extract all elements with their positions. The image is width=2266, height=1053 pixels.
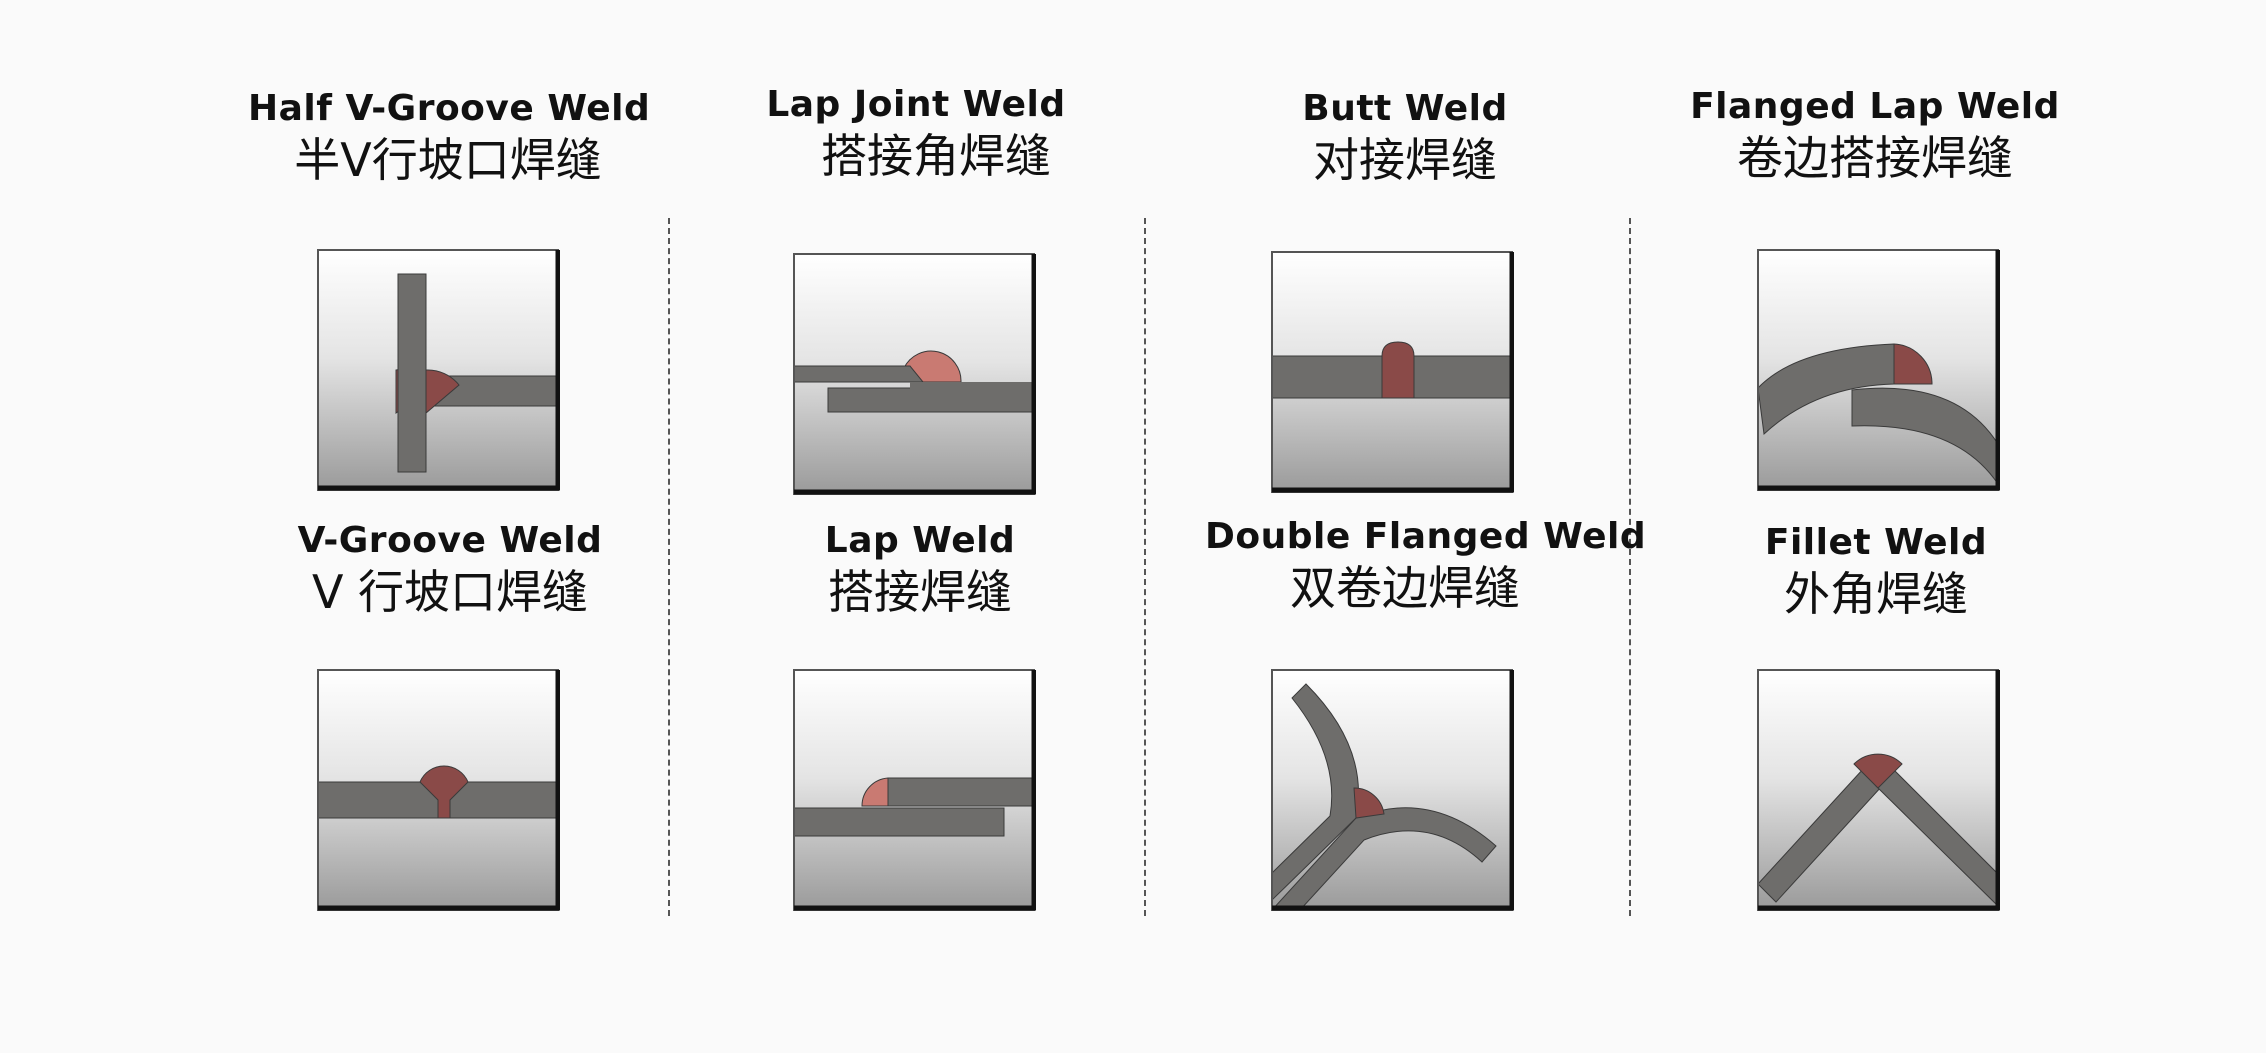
- weld-label-lap-joint: Lap Joint Weld 搭接角焊缝: [716, 82, 1116, 184]
- weld-label-double-flanged: Double Flanged Weld 双卷边焊缝: [1205, 514, 1647, 616]
- weld-title-zh: 外角焊缝: [1784, 567, 1968, 621]
- lap-weld-icon: [792, 668, 1036, 912]
- weld-title-zh: 双卷边焊缝: [1290, 561, 1520, 615]
- weld-title-zh: 对接焊缝: [1313, 133, 1497, 187]
- weld-title-en: Flanged Lap Weld: [1690, 86, 2060, 127]
- half-v-groove-weld-icon: [316, 248, 560, 492]
- lap-joint-weld-icon: [792, 252, 1036, 496]
- weld-label-flanged-lap: Flanged Lap Weld 卷边搭接焊缝: [1675, 84, 2075, 186]
- double-flanged-weld-icon: [1270, 668, 1514, 912]
- weld-title-en: Lap Weld: [824, 520, 1016, 561]
- weld-label-half-v-groove: Half V-Groove Weld 半V行坡口焊缝: [248, 86, 651, 188]
- weld-label-v-groove: V-Groove Weld V 行坡口焊缝: [250, 518, 650, 620]
- weld-title-en: V-Groove Weld: [297, 520, 603, 561]
- weld-label-butt: Butt Weld 对接焊缝: [1205, 86, 1605, 188]
- weld-label-fillet: Fillet Weld 外角焊缝: [1676, 520, 2076, 622]
- weld-title-en: Half V-Groove Weld: [248, 88, 651, 129]
- fillet-weld-icon: [1756, 668, 2000, 912]
- column-divider-3: [1629, 218, 1631, 916]
- weld-title-en: Fillet Weld: [1764, 522, 1988, 563]
- column-divider-2: [1144, 218, 1146, 916]
- weld-title-zh: 半V行坡口焊缝: [294, 133, 602, 187]
- weld-title-en: Double Flanged Weld: [1205, 516, 1647, 557]
- column-divider-1: [668, 218, 670, 916]
- flanged-lap-weld-icon: [1756, 248, 2000, 492]
- weld-title-zh: V 行坡口焊缝: [311, 565, 589, 619]
- weld-title-zh: 搭接焊缝: [828, 565, 1012, 619]
- weld-title-zh: 卷边搭接焊缝: [1737, 131, 2013, 185]
- v-groove-weld-icon: [316, 668, 560, 912]
- weld-title-zh: 搭接角焊缝: [821, 129, 1051, 183]
- weld-title-en: Lap Joint Weld: [766, 84, 1066, 125]
- weld-label-lap: Lap Weld 搭接焊缝: [720, 518, 1120, 620]
- butt-weld-icon: [1270, 250, 1514, 494]
- weld-title-en: Butt Weld: [1302, 88, 1508, 129]
